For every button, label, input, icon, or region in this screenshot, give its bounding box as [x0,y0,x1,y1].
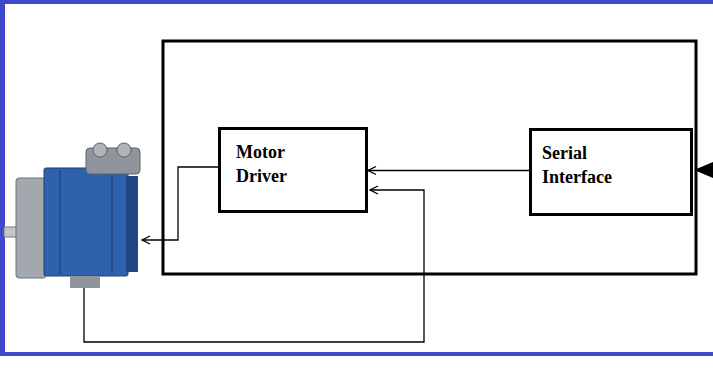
motor-fin [59,170,61,274]
frame-top [0,0,713,4]
signal-arrow [368,170,529,171]
process-box: Motor Driver [218,127,368,213]
motor-body [44,168,128,276]
motor-foot [70,276,100,288]
enclosure-box [163,41,696,274]
frame-left [0,0,5,356]
frame-bottom [0,352,713,356]
process-box: Serial Interface [529,128,693,216]
motor-connector [117,143,131,157]
box-label: Motor Driver [236,140,287,188]
motor-fin [111,170,113,274]
box-label: Serial Interface [542,141,612,189]
motor-connector [93,143,107,157]
input-arrowhead [694,162,713,178]
drive-wire [142,167,218,240]
servo-motor [4,143,140,288]
motor-backcap [126,176,138,272]
motor-flange [16,178,46,278]
